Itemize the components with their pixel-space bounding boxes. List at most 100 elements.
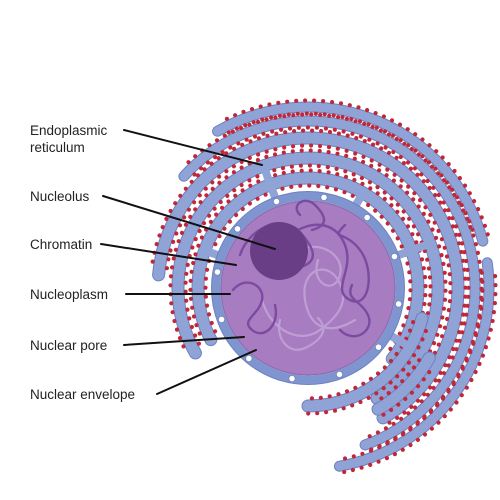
ribosome [239,165,244,170]
ribosome [256,179,261,184]
ribosome [420,137,425,142]
ribosome [400,432,405,437]
ribosome [423,158,428,163]
ribosome [379,396,384,401]
ribosome [399,416,404,421]
ribosome [208,219,213,224]
ribosome [448,290,453,295]
ribosome [457,330,462,335]
ribosome [394,136,399,142]
ribosome [434,149,439,154]
ribosome [264,117,269,122]
ribosome [429,426,434,431]
ribosome [300,112,305,117]
ribosome [384,456,389,461]
ribosome [340,114,345,120]
ribosome [168,274,174,279]
ribosome [303,98,308,103]
label-nuclear-envelope: Nuclear envelope [30,387,135,402]
ribosome [359,175,364,181]
ribosome [382,190,387,195]
nuclear-envelope [211,191,405,385]
ribosome [441,200,446,205]
ribosome [420,337,425,342]
ribosome [480,279,485,284]
er-envelope-connector [395,240,430,260]
ribosome [421,266,426,271]
ribosome [213,329,218,334]
ribosome [407,270,412,275]
ribosome [357,119,363,124]
ribosome [406,372,411,377]
ribosome [386,150,392,155]
ribosome [462,303,467,308]
ribosome [189,324,194,330]
ribosome [422,275,428,280]
ribosome [436,378,442,383]
ribosome [425,257,430,262]
ribosome [197,331,202,336]
ribosome [233,113,238,118]
ribosome [225,193,230,198]
ribosome [239,182,244,188]
ribosome [344,116,349,121]
ribosome [295,111,300,116]
ribosome [353,385,358,390]
ribosome [422,392,427,397]
ribosome [236,141,241,146]
ribosome [325,165,330,170]
label-nucleoplasm: Nucleoplasm [30,287,108,302]
ribosome [317,143,323,149]
ribosome [231,170,236,175]
ribosome [405,224,411,229]
ribosome [196,341,201,346]
ribosome [306,411,311,416]
leader-nuclear-envelope [156,349,257,395]
ribosome [330,100,335,105]
ribosome [447,355,452,360]
label-endoplasmic-reticulum-line1: Endoplasmic [30,123,108,138]
ribosome [344,148,349,153]
ribosome [188,287,193,292]
ribosome [207,143,212,148]
ribosome [465,267,470,272]
ribosome [422,416,427,421]
ribosome [255,157,260,163]
nuclear-pore [395,300,403,308]
ribosome [212,206,217,211]
ribosome [475,250,480,255]
ribosome [431,385,436,390]
label-nucleolus: Nucleolus [30,189,90,204]
ribosome [362,121,367,126]
ribosome [224,116,229,121]
ribosome [300,143,305,148]
ribosome [407,328,413,333]
ribosome [210,180,215,185]
ribosome [462,321,467,326]
ribosome [350,403,355,408]
chromatin-strand-light [260,245,357,351]
ribosome [391,178,396,183]
ribosome [272,168,277,173]
ribosome [305,125,310,130]
ribosome [405,261,410,266]
ribosome [279,127,284,132]
ribosome [371,142,376,147]
ribosome [352,156,357,161]
ribosome [373,208,378,213]
ribosome [426,160,432,165]
ribosome [445,316,450,322]
ribosome [442,325,447,330]
ribosome [309,112,314,117]
ribosome [382,196,387,202]
ribosome [454,347,459,352]
ribosome [406,411,411,416]
ribosome [290,149,295,154]
ribosome [377,445,382,450]
leader-endoplasmic-reticulum [123,129,263,166]
ribosome [485,232,490,237]
ribosome [157,233,162,238]
ribosome [447,299,452,304]
ribosome [168,248,173,253]
leader-nuclear-pore [123,336,245,346]
